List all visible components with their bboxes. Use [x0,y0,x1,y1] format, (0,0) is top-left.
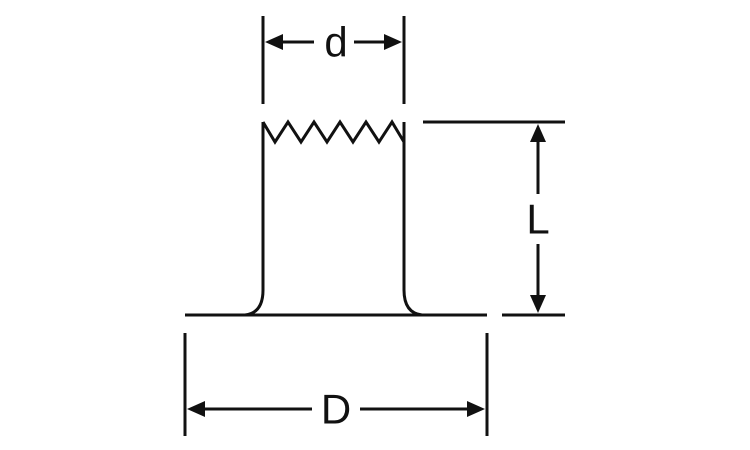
shaft-right-side [402,122,423,317]
d-arrow-right [384,34,402,50]
D-label: D [321,386,351,433]
L-arrow-bottom [530,295,546,313]
d-label: d [324,19,347,66]
d-arrow-left [265,34,283,50]
shaft-left-side [244,122,265,317]
D-arrow-right [467,401,485,417]
L-label: L [526,196,549,243]
L-arrow-top [530,124,546,142]
serrated-top-edge [261,119,406,145]
D-arrow-left [187,401,205,417]
